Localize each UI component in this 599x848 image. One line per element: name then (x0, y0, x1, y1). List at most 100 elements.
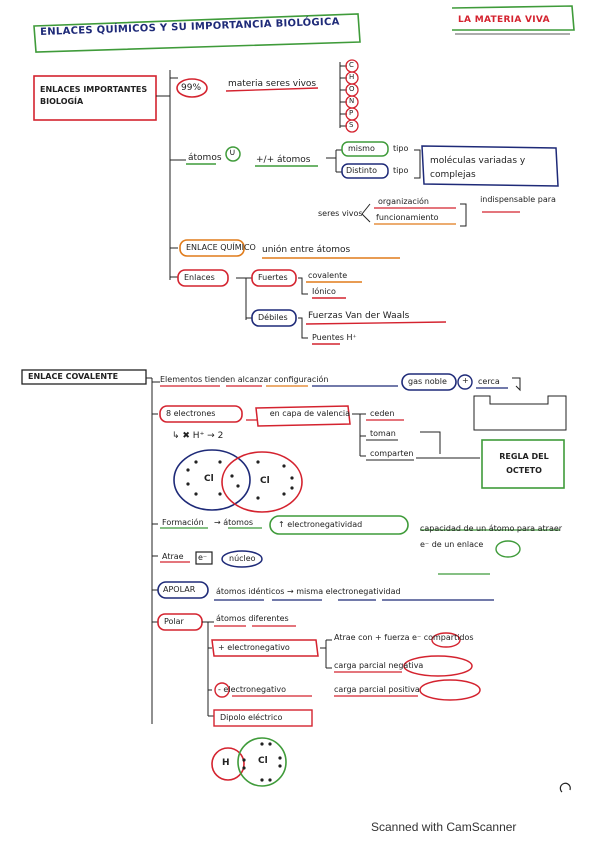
strong-box (251, 269, 297, 287)
electroneg-label: ↑ electronegatividad (278, 520, 363, 529)
atoms-arrow-label: → átomos (214, 518, 254, 527)
cl-shell (237, 737, 287, 787)
union-circle (225, 146, 241, 162)
noble-gas-box (401, 373, 457, 391)
octet-rule-label: REGLA DEL OCTETO (499, 452, 549, 475)
periodic-table-sketch (473, 395, 567, 431)
matter-underline (225, 87, 319, 92)
title-frame (33, 13, 361, 53)
capacity-label: capacidad de un átomo para atraer e⁻ de … (420, 524, 563, 549)
h-atom-label: H (222, 758, 230, 768)
cl-left-shell (173, 449, 251, 511)
root-label-2: ENLACE COVALENTE (28, 372, 119, 381)
eight-electrons-label: 8 electrones (166, 409, 216, 418)
weak-box (251, 309, 297, 327)
same-box (341, 141, 389, 157)
scanner-watermark: Scanned with CamScanner (371, 820, 517, 834)
positive-circle (419, 679, 481, 701)
polar-label: Polar (164, 617, 184, 626)
dipole-label: Dipolo eléctrico (220, 713, 283, 722)
plus-label: + (462, 376, 469, 385)
apolar-label: APOLAR (163, 585, 196, 594)
more-en-brace (320, 639, 332, 669)
cl-left-label: Cl (204, 474, 214, 484)
elements-tend-label: Elementos tienden alcanzar configuración (160, 375, 329, 384)
hydrogen-exception: ↳ ✖ H⁺ → 2 (172, 431, 224, 441)
element-p: P (349, 109, 354, 117)
electron-box (195, 551, 213, 565)
weak-label: Débiles (258, 313, 288, 322)
percent-label: 99% (181, 83, 202, 93)
living-bracket (361, 203, 371, 223)
share-label: comparten (370, 449, 414, 458)
negative-circle (403, 655, 473, 677)
electron-dots (186, 460, 294, 500)
vdw-label: Fuerzas Van der Waals (308, 311, 410, 321)
tree-1 (156, 70, 186, 280)
bonds-tree (236, 277, 252, 320)
root-box-2 (21, 369, 147, 385)
weak-tree (298, 317, 308, 339)
plus-circle (457, 374, 473, 390)
eight-box (159, 405, 243, 423)
noble-gas-label: gas noble (408, 377, 447, 386)
molecules-label: moléculas variadas y complejas (430, 156, 526, 180)
apolar-def: átomos idénticos → misma electronegativi… (216, 587, 401, 596)
minus-circle (214, 682, 230, 698)
strong-tree (298, 277, 308, 295)
nucleus-label: núcleo (229, 554, 256, 563)
electron-label: e⁻ (198, 553, 208, 562)
molecules-brace (414, 149, 421, 179)
percent-circle (176, 78, 208, 98)
covalent-label: covalente (308, 271, 348, 280)
octet-arrows (416, 431, 480, 459)
less-en-label: - electronegativo (218, 685, 286, 694)
hcl-dots (242, 742, 282, 782)
partial-pos-label: carga parcial positiva (334, 685, 420, 694)
polar-tree (202, 621, 214, 717)
e-shared-circle (431, 632, 461, 648)
more-en-box (211, 639, 319, 657)
tipo-label-1: tipo (393, 144, 409, 153)
page-curl-icon (559, 782, 571, 793)
element-h: H (349, 73, 355, 81)
element-o: O (349, 85, 355, 93)
formation-label: Formación (162, 518, 204, 527)
plus-atoms-label: +/+ átomos (256, 155, 311, 165)
root-box-1 (33, 75, 157, 121)
cl-right-shell (221, 451, 303, 513)
living-label: seres vivos (318, 209, 363, 218)
h-shell (211, 747, 245, 781)
attract-force-label: Atrae con + fuerza e⁻ compartidos (334, 633, 474, 642)
more-en-label: + electronegativo (218, 643, 290, 652)
essential-label: indispensable para (480, 195, 556, 204)
ionic-label: Iónico (312, 287, 336, 296)
electroneg-box (269, 515, 409, 535)
valence-box (255, 405, 351, 427)
chem-bond-box (179, 239, 245, 257)
section-tag-frame (451, 5, 575, 31)
chem-bond-def: unión entre átomos (262, 245, 351, 255)
share-tree (352, 413, 366, 457)
root-label-1: ENLACES IMPORTANTES BIOLOGÍA (40, 85, 148, 106)
essential-brace (460, 203, 467, 227)
attract-label: Atrae (162, 552, 184, 561)
element-brace (339, 62, 347, 128)
near-arrow (512, 377, 521, 392)
atoms-label: átomos (188, 153, 222, 163)
tipo-label-2: tipo (393, 166, 409, 175)
same-label: mismo (348, 144, 375, 153)
apolar-box (157, 581, 209, 599)
vdw-underline (305, 321, 447, 325)
different-atoms-label: átomos diferentes (216, 614, 289, 623)
different-box (341, 163, 389, 179)
organization-label: organización (378, 197, 430, 206)
element-circles (345, 59, 359, 133)
nucleus-circle (221, 550, 263, 568)
element-c: C (349, 61, 354, 69)
cl-right-label: Cl (260, 476, 270, 486)
molecules-box (421, 145, 559, 187)
valence-label: en capa de valencia (269, 409, 350, 418)
section-tag: LA MATERIA VIVA (458, 15, 550, 25)
